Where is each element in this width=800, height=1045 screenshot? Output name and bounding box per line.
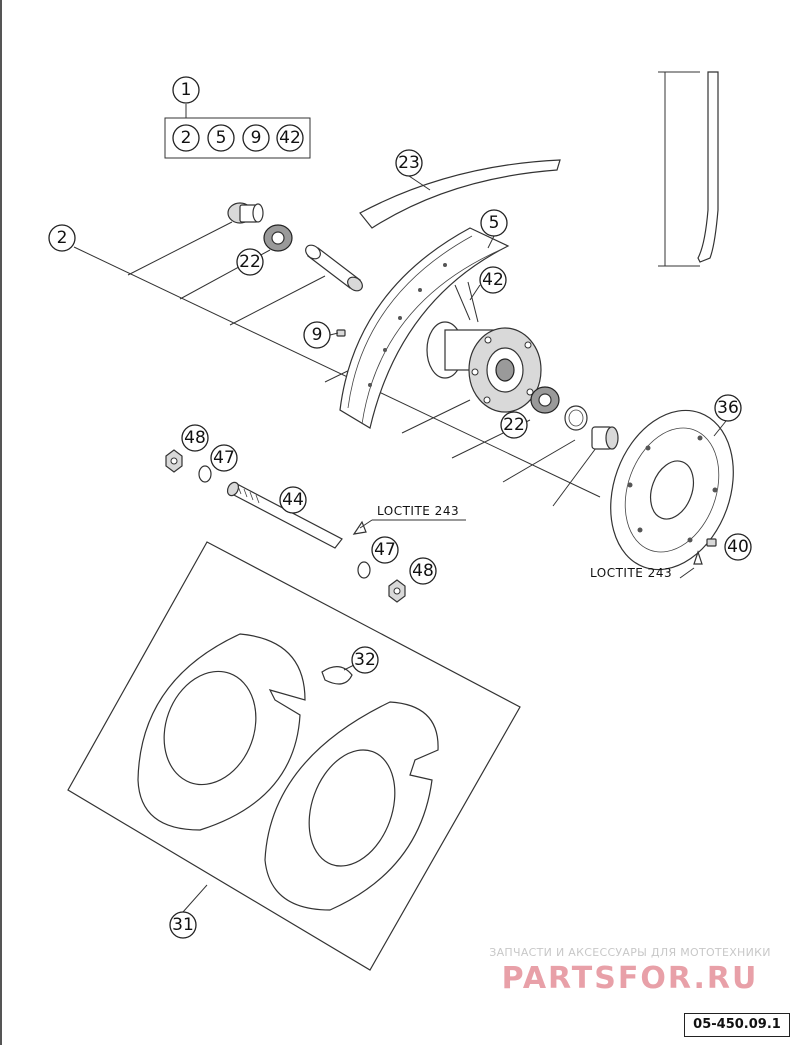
bearing-right — [530, 386, 560, 414]
distance-tube — [305, 244, 363, 292]
page-edge — [0, 0, 2, 1045]
disc-cover-sheet — [67, 541, 521, 971]
svg-text:5: 5 — [489, 213, 500, 233]
watermark-caption: ЗАПЧАСТИ И АКСЕССУАРЫ ДЛЯ МОТОТЕХНИКИ — [489, 946, 771, 959]
svg-text:22: 22 — [239, 252, 261, 272]
svg-text:2: 2 — [181, 128, 192, 148]
callout-40: 40 — [724, 533, 752, 561]
svg-text:2: 2 — [57, 228, 68, 248]
drawing-number: 05-450.09.1 — [684, 1013, 790, 1037]
loctite-note-axle: LOCTITE 243 — [377, 504, 459, 518]
callout-leaders — [182, 175, 727, 913]
callout-42: 42 — [479, 266, 507, 294]
svg-text:5: 5 — [216, 128, 227, 148]
watermark: ЗАПЧАСТИ И АКСЕССУАРЫ ДЛЯ МОТОТЕХНИКИ PA… — [470, 946, 790, 996]
svg-text:32: 32 — [354, 650, 376, 670]
svg-text:40: 40 — [727, 537, 749, 557]
brake-disc — [610, 409, 734, 571]
callout-5-kit: 5 — [207, 124, 235, 152]
loctite-note-disc: LOCTITE 243 — [590, 566, 672, 580]
callout-47-right: 47 — [371, 536, 399, 564]
svg-text:48: 48 — [184, 428, 206, 448]
callout-42-kit: 42 — [276, 124, 304, 152]
callout-22-lower: 22 — [500, 411, 528, 439]
disc-screw — [693, 538, 717, 565]
callout-44: 44 — [279, 486, 307, 514]
washer-left — [198, 465, 212, 483]
callout-1: 1 — [172, 76, 200, 104]
spoke-gauge — [658, 71, 719, 267]
callout-47-left: 47 — [210, 444, 238, 472]
svg-text:47: 47 — [213, 448, 235, 468]
callout-48-left: 48 — [181, 424, 209, 452]
callout-9: 9 — [303, 321, 331, 349]
axle — [226, 481, 367, 549]
spokes — [454, 281, 479, 323]
wheel-spacer-right — [591, 426, 619, 450]
svg-text:47: 47 — [374, 540, 396, 560]
shaft-seal — [564, 405, 588, 431]
svg-text:22: 22 — [503, 415, 525, 435]
svg-text:31: 31 — [172, 915, 194, 935]
wheel-spacer-left — [227, 202, 264, 224]
callout-9-kit: 9 — [242, 124, 270, 152]
callout-23: 23 — [395, 149, 423, 177]
callout-2-kit: 2 — [172, 124, 200, 152]
svg-text:9: 9 — [312, 325, 323, 345]
callout-22-upper: 22 — [236, 248, 264, 276]
callout-2: 2 — [48, 224, 76, 252]
bearing-left — [263, 224, 293, 252]
callout-5: 5 — [480, 209, 508, 237]
watermark-logo: PARTSFOR.RU — [501, 961, 759, 996]
svg-text:42: 42 — [279, 128, 301, 148]
svg-text:1: 1 — [181, 80, 192, 100]
kit-group — [164, 104, 311, 159]
rim — [339, 227, 510, 429]
screw-small — [336, 329, 346, 337]
svg-text:48: 48 — [412, 561, 434, 581]
callout-31: 31 — [169, 911, 197, 939]
callout-32: 32 — [351, 646, 379, 674]
svg-text:42: 42 — [482, 270, 504, 290]
hub — [426, 321, 542, 413]
callout-36: 36 — [714, 394, 742, 422]
svg-text:9: 9 — [251, 128, 262, 148]
axle-nut-right — [388, 579, 406, 603]
callout-48-right: 48 — [409, 557, 437, 585]
rim-tape — [359, 159, 561, 229]
axle-nut-left — [165, 449, 183, 473]
svg-text:23: 23 — [398, 153, 420, 173]
washer-right — [357, 561, 371, 579]
svg-text:44: 44 — [282, 490, 304, 510]
svg-text:36: 36 — [717, 398, 739, 418]
